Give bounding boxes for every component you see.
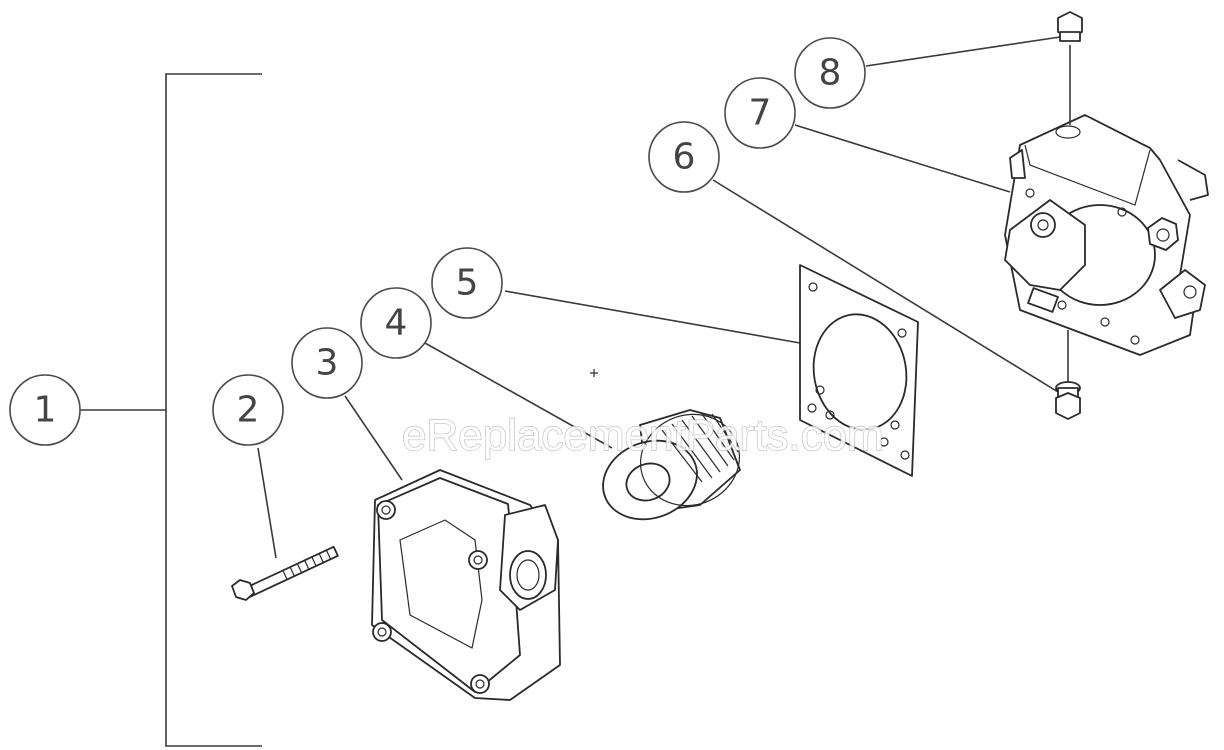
hex-bolt [231,545,339,601]
filter-housing [371,469,561,701]
top-plug [1057,11,1083,42]
callout-8: 8 [794,37,866,109]
callout-7: 7 [724,77,796,149]
bottom-plug [1055,381,1081,420]
svg-text:3: 3 [316,343,339,384]
callout-3: 3 [291,327,363,399]
svg-text:1: 1 [34,390,57,431]
callout-4: 4 [360,287,432,359]
callout-6: 6 [648,121,720,193]
callout-1: 1 [9,374,81,446]
center-mark [590,369,598,377]
gasket [799,264,919,477]
callout-5: 5 [431,247,503,319]
svg-text:5: 5 [456,263,479,304]
svg-text:6: 6 [673,137,696,178]
pump-body [1004,45,1209,382]
svg-text:8: 8 [819,53,842,94]
filter-element [602,409,741,521]
watermark-text: eReplacementParts.com [402,411,884,460]
assembly-bracket [80,73,262,747]
leader-lines [257,36,1061,559]
svg-text:2: 2 [237,390,260,431]
svg-text:7: 7 [749,93,772,134]
callout-2: 2 [212,374,284,446]
svg-text:4: 4 [385,303,408,344]
